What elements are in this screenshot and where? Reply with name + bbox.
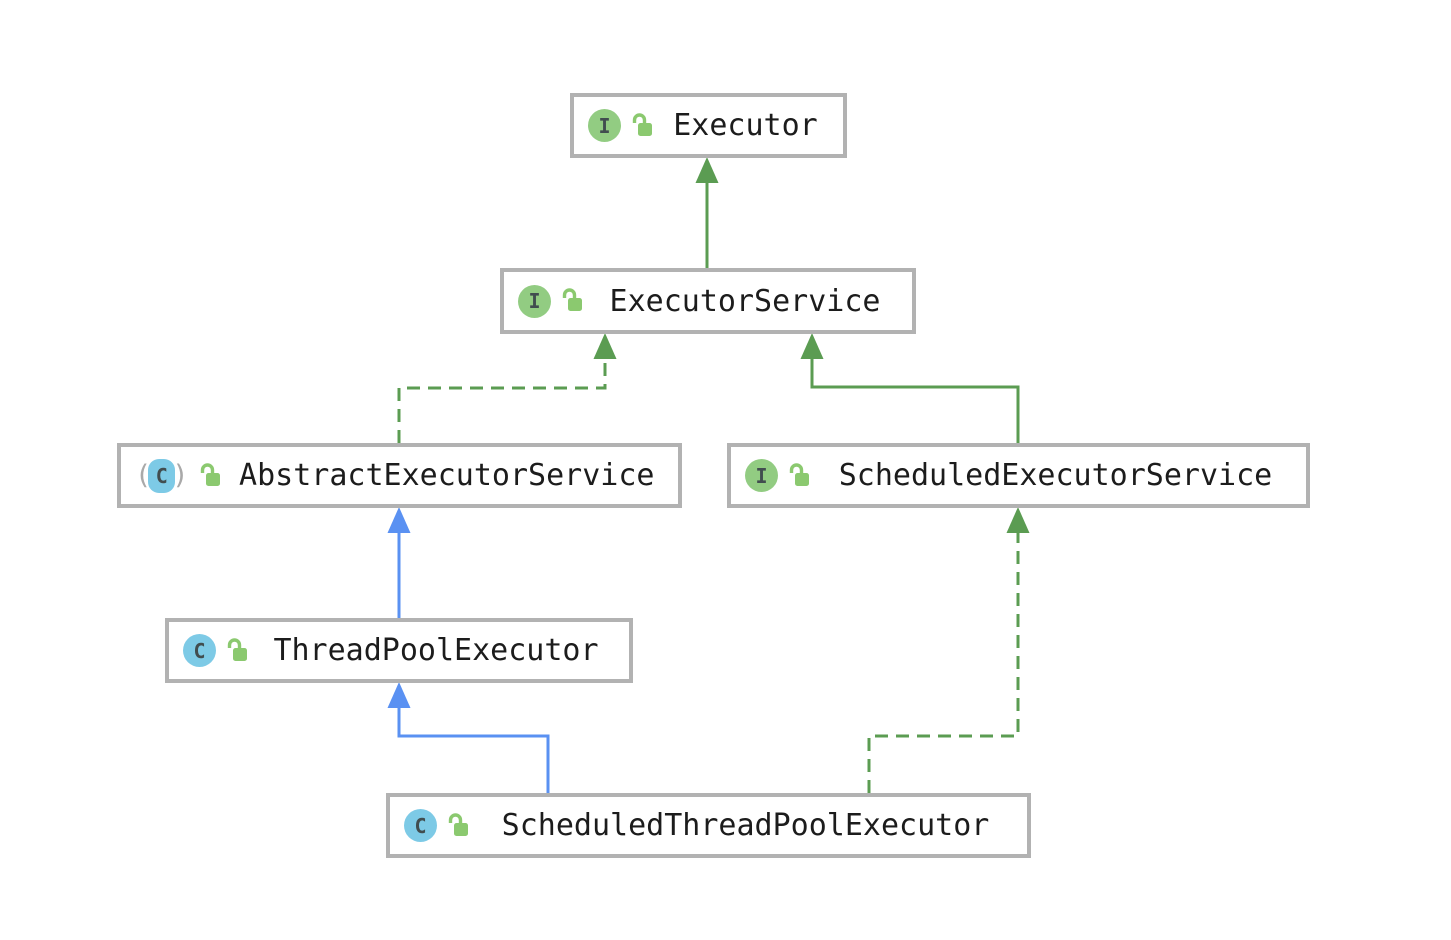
- class-name-label: ExecutorService: [609, 283, 881, 319]
- edge-scheduledthreadpoolexecutor-implements-scheduledexecutorservice: [867, 507, 1030, 793]
- interface-icon: I: [588, 109, 621, 142]
- class-node-scheduled-executor-service[interactable]: I ScheduledExecutorService: [727, 443, 1310, 508]
- class-icon: C: [404, 809, 437, 842]
- node-icons: I: [745, 459, 811, 492]
- class-name-label: Executor: [673, 108, 818, 143]
- open-lock-icon: [446, 812, 470, 839]
- interface-icon: I: [745, 459, 778, 492]
- open-lock-icon: [630, 112, 654, 139]
- node-icons: C: [404, 809, 470, 842]
- abstract-paren-left: (: [135, 460, 152, 491]
- interface-icon: I: [518, 284, 551, 318]
- class-node-executor[interactable]: I Executor: [570, 93, 847, 158]
- node-icons: I: [588, 109, 654, 142]
- edge-scheduledthreadpoolexecutor-extends-threadpoolexecutor: [387, 682, 550, 793]
- class-icon: C: [183, 634, 216, 667]
- class-name-label: AbstractExecutorService: [239, 458, 655, 493]
- edge-scheduledexecutorservice-extends-executorservice: [800, 333, 1020, 443]
- abstract-paren-right: ): [172, 460, 189, 491]
- class-node-scheduled-thread-pool-executor[interactable]: C ScheduledThreadPoolExecutor: [386, 793, 1031, 858]
- node-icons: C: [183, 634, 249, 667]
- class-node-thread-pool-executor[interactable]: C ThreadPoolExecutor: [165, 618, 633, 683]
- node-icons: ( C ): [135, 458, 222, 493]
- class-node-executor-service[interactable]: I ExecutorService: [500, 268, 916, 334]
- class-name-label: ThreadPoolExecutor: [273, 633, 599, 668]
- class-node-abstract-executor-service[interactable]: ( C ) AbstractExecutorService: [117, 443, 682, 508]
- node-icons: I: [518, 284, 584, 318]
- edge-abstractexecutorservice-implements-executorservice: [397, 333, 617, 443]
- abstract-class-icon: ( C ): [135, 458, 189, 493]
- open-lock-icon: [198, 462, 222, 489]
- edge-threadpoolexecutor-extends-abstractexecutorservice: [387, 507, 411, 618]
- open-lock-icon: [225, 637, 249, 664]
- class-name-label: ScheduledExecutorService: [838, 458, 1273, 493]
- open-lock-icon: [560, 288, 584, 314]
- class-name-label: ScheduledThreadPoolExecutor: [501, 808, 990, 843]
- open-lock-icon: [787, 462, 811, 489]
- edge-executorservice-extends-executor: [695, 157, 719, 268]
